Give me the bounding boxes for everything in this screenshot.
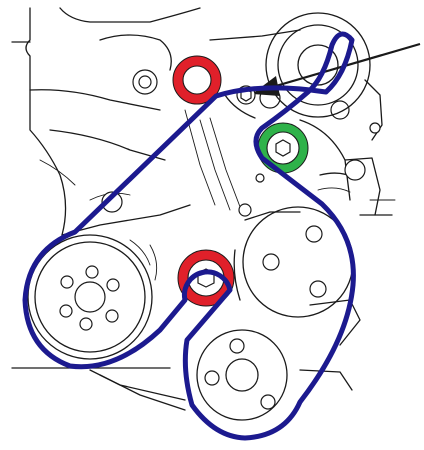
block-hole <box>369 122 381 134</box>
upper-right-pulley <box>265 12 371 118</box>
alternator-pulley <box>196 329 288 421</box>
block-hole <box>330 100 350 120</box>
engine-block-outline <box>11 7 396 411</box>
block-hole <box>255 173 265 183</box>
green-tensioner <box>257 122 309 174</box>
block-hole <box>101 191 123 213</box>
serpentine-belt <box>22 31 356 441</box>
lower-red-idler <box>177 249 235 307</box>
upper-red-idler <box>172 55 222 105</box>
hex-bolt-icon <box>275 139 291 157</box>
crankshaft-pulley <box>27 234 153 360</box>
block-hole-inner <box>138 75 152 89</box>
block-hole <box>344 159 366 181</box>
block-hole <box>238 203 252 217</box>
